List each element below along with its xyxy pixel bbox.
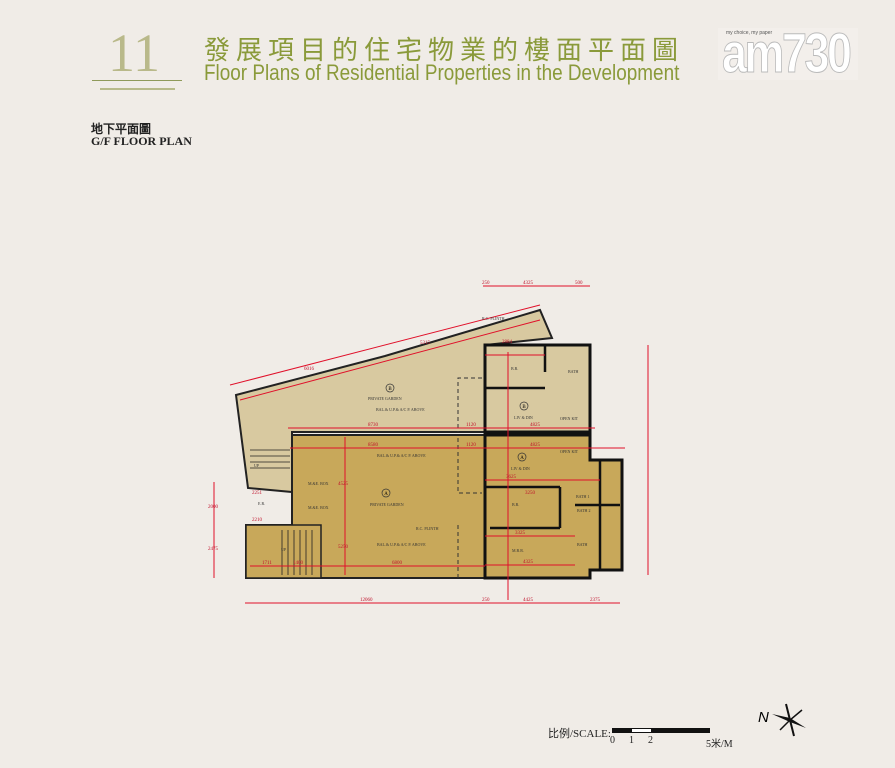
divider	[92, 80, 182, 81]
scale-tick: 2	[648, 735, 653, 746]
room-label: OPEN KIT	[560, 416, 579, 421]
dim: 12060	[360, 598, 373, 603]
dim: 2375	[590, 598, 601, 603]
dim: 6016	[304, 367, 315, 372]
dim: 500	[575, 281, 583, 286]
plan-title-zh: 地下平面圖	[91, 122, 152, 136]
interior-walls	[485, 345, 620, 570]
dim: 3625	[506, 475, 517, 480]
unit-markers: B B A A	[381, 383, 529, 498]
annotation: R.C. PLINTH	[482, 316, 505, 321]
annotation: UP	[254, 463, 260, 468]
logo-text: am730	[722, 21, 853, 85]
annotation: M.&E. BOX	[308, 481, 329, 486]
annotation: BAL.& U.P.& A/C P. ABOVE	[377, 453, 426, 458]
dim: 250	[482, 598, 490, 603]
room-label: PRIVATE GARDEN	[368, 396, 402, 401]
stair	[245, 524, 322, 579]
scale-tick: 1	[629, 735, 634, 746]
page-title-en: Floor Plans of Residential Properties in…	[204, 60, 680, 85]
room-labels: PRIVATE GARDEN PRIVATE GARDEN LIV & DIN …	[254, 316, 590, 553]
room-label: LIV & DIN	[511, 466, 530, 471]
am730-logo: am730 my choice, my paper	[718, 21, 858, 85]
room-label: BATH	[568, 369, 579, 374]
dim: 3325	[515, 531, 526, 536]
north-arrow-icon: N	[758, 703, 806, 737]
dimension-labels: 250 4325 500 12060 250 4425 2375 8730 85…	[208, 281, 601, 603]
dim: 6800	[392, 561, 403, 566]
dim: 3250	[525, 491, 536, 496]
scale-label: 比例/SCALE:	[548, 728, 611, 740]
unit-a-marker: A	[520, 456, 524, 461]
page-title-zh: 發展項目的住宅物業的樓面平面圖	[204, 36, 685, 66]
dim: 4325	[523, 281, 534, 286]
dim: 1711	[262, 561, 272, 566]
divider	[100, 88, 175, 90]
dim: 8580	[368, 443, 379, 448]
logo-tagline: my choice, my paper	[726, 30, 773, 36]
dim: 1120	[466, 443, 476, 448]
dim: 2210	[252, 518, 263, 523]
dim: 5315	[420, 341, 431, 346]
north-label: N	[758, 709, 769, 726]
scale-bar	[612, 728, 710, 733]
scale-tick: 5米/M	[706, 739, 733, 750]
dim: 4425	[523, 598, 534, 603]
room-label: OPEN KIT	[560, 449, 579, 454]
stair-treads	[250, 449, 313, 575]
section-number: 11	[108, 23, 160, 83]
dim: 2251	[252, 491, 263, 496]
scale-tick: 0	[610, 735, 615, 746]
dim: 5250	[338, 545, 349, 550]
unit-b-marker: B	[388, 387, 392, 392]
dimension-lines	[213, 285, 649, 604]
balcony-outline	[457, 377, 482, 578]
dim: 2000	[208, 505, 219, 510]
dim: 2884	[502, 340, 513, 345]
dim: 2475	[208, 547, 219, 552]
annotation: M.&E. BOX	[308, 505, 329, 510]
annotation: R.C. PLINTH	[416, 526, 439, 531]
dim: 4325	[523, 560, 534, 565]
dim: 1400	[293, 561, 304, 566]
room-label: B.R.	[512, 502, 519, 507]
room-label: BATH 2	[577, 508, 590, 513]
plan-title-en: G/F FLOOR PLAN	[91, 134, 192, 148]
annotation: E.R.	[258, 501, 265, 506]
dim: 4825	[530, 423, 541, 428]
room-label: BATH 1	[576, 494, 589, 499]
dim: 250	[482, 281, 490, 286]
annotation: UP	[281, 547, 287, 552]
unit-a-marker: A	[384, 492, 388, 497]
room-label: M.B.R.	[512, 548, 524, 553]
room-label: BATH	[577, 542, 588, 547]
room-label: PRIVATE GARDEN	[370, 502, 404, 507]
annotation: BAL.& U.P.& A/C P. ABOVE	[377, 542, 426, 547]
annotation: BAL.& U.P.& A/C P. ABOVE	[376, 407, 425, 412]
unit-a	[483, 433, 624, 580]
room-label: LIV & DIN	[514, 415, 533, 420]
dim: 4525	[338, 482, 349, 487]
room-label: B.R.	[511, 366, 518, 371]
unit-b-marker: B	[522, 405, 526, 410]
dim: 4825	[530, 443, 541, 448]
dim: 1120	[466, 423, 476, 428]
dim: 8730	[368, 423, 379, 428]
